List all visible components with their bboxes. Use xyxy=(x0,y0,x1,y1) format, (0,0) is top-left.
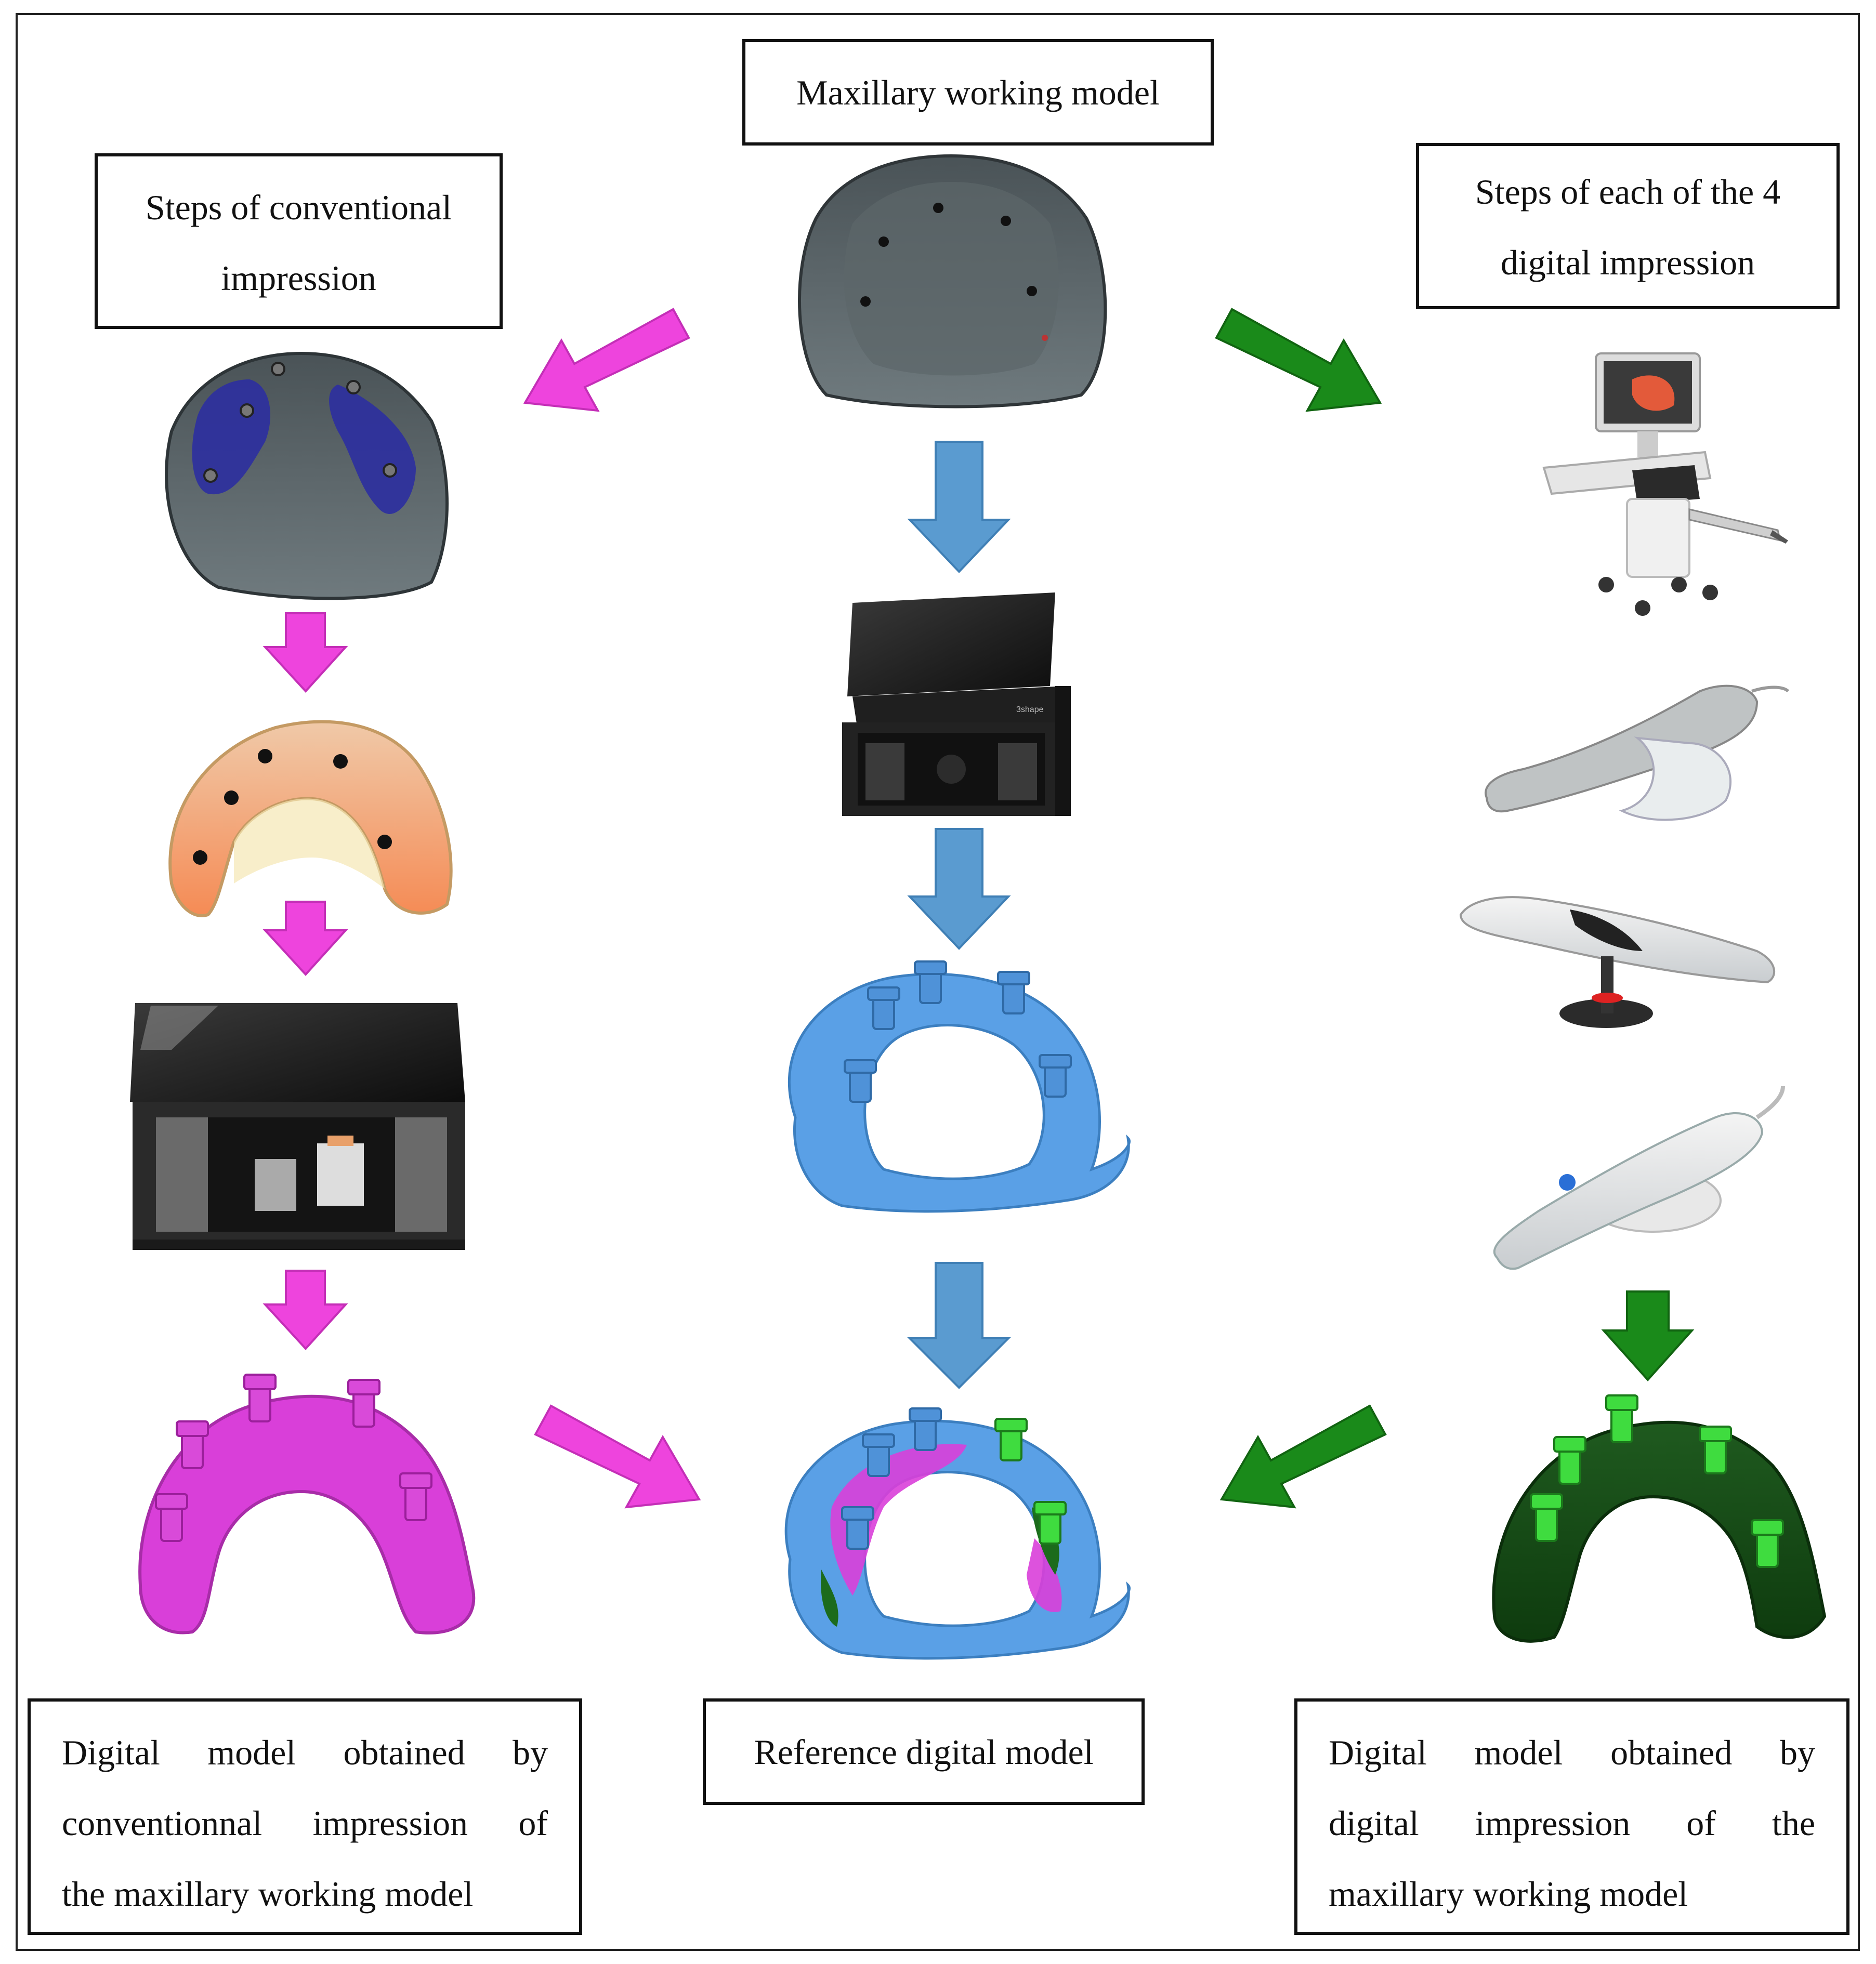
conventional-tray-blue xyxy=(165,351,449,600)
conventional-steps-line-1: Steps of conventional xyxy=(145,188,452,227)
conventional-steps-label: Steps of conventional impression xyxy=(95,153,503,329)
reference-model-blue xyxy=(788,960,1131,1213)
lab-scanner-brand-text: 3shape xyxy=(1016,705,1044,714)
magenta-arrow-diag-left xyxy=(523,308,690,412)
conventional-result-line-2: conventionnal impression of xyxy=(62,1803,548,1843)
digital-steps-line-2: digital impression xyxy=(1500,243,1755,282)
lab-scanner-left xyxy=(130,1003,465,1250)
digital-result-line-3: maxillary working model xyxy=(1329,1874,1688,1914)
intraoral-scanner-wand-1 xyxy=(1485,684,1790,821)
magenta-arrow-down-1 xyxy=(263,612,348,693)
reference-result-label: Reference digital model xyxy=(703,1698,1145,1805)
digital-model-green xyxy=(1492,1394,1827,1643)
magenta-arrow-down-2 xyxy=(263,901,348,976)
conventional-result-label: Digital model obtained by conventionnal … xyxy=(28,1698,582,1935)
lab-scanner-center: 3shape xyxy=(842,592,1071,816)
green-arrow-diag-right xyxy=(1215,308,1382,412)
maxillary-working-model-label: Maxillary working model xyxy=(742,39,1214,146)
conventional-result-line-1: Digital model obtained by xyxy=(62,1733,548,1772)
digital-result-line-2: digital impression of the xyxy=(1329,1803,1815,1843)
green-arrow-down xyxy=(1601,1290,1695,1381)
digital-result-line-1: Digital model obtained by xyxy=(1329,1733,1815,1772)
blue-arrow-down-1 xyxy=(907,441,1011,573)
magenta-arrow-down-3 xyxy=(263,1270,348,1350)
intraoral-scanner-cart xyxy=(1542,352,1788,616)
blue-arrow-down-2 xyxy=(907,828,1011,950)
diagram-frame xyxy=(16,13,1860,1951)
blue-arrow-down-3 xyxy=(907,1262,1011,1389)
conventional-impression xyxy=(168,720,453,917)
magenta-arrow-diag-right xyxy=(534,1404,701,1509)
maxillary-stone-cast xyxy=(798,154,1107,408)
superimposed-model xyxy=(784,1407,1131,1660)
digital-steps-line-1: Steps of each of the 4 xyxy=(1475,172,1781,212)
intraoral-scanner-wand-3 xyxy=(1493,1086,1785,1270)
conventional-result-line-3: the maxillary working model xyxy=(62,1874,474,1914)
digital-result-label: Digital model obtained by digital impres… xyxy=(1294,1698,1849,1935)
green-arrow-diag-left xyxy=(1219,1404,1387,1509)
conventional-steps-line-2: impression xyxy=(221,258,376,298)
conventional-model-magenta xyxy=(138,1374,476,1635)
digital-steps-label: Steps of each of the 4 digital impressio… xyxy=(1416,143,1840,309)
reference-result-text: Reference digital model xyxy=(754,1732,1094,1772)
intraoral-scanner-wand-2 xyxy=(1459,896,1776,1028)
maxillary-working-model-text: Maxillary working model xyxy=(796,72,1160,112)
